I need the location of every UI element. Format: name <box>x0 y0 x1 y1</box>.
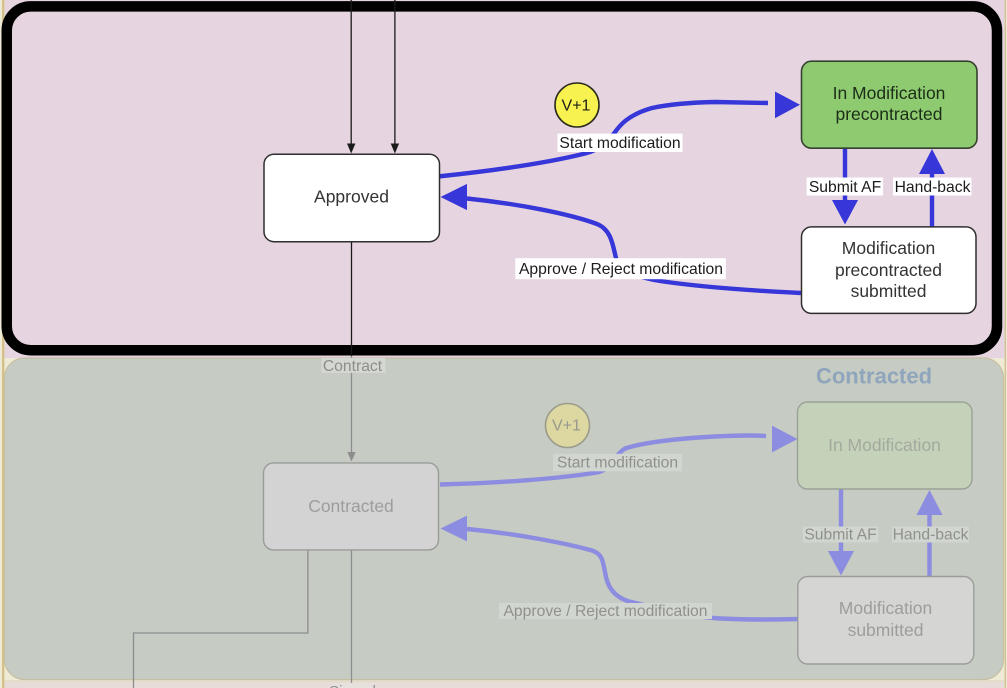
svg-text:Submit AF: Submit AF <box>809 179 881 196</box>
svg-text:Contract: Contract <box>323 358 383 375</box>
svg-text:Approved: Approved <box>314 187 389 207</box>
svg-text:submitted: submitted <box>851 281 927 301</box>
svg-text:Hand-back: Hand-back <box>893 527 969 544</box>
svg-text:Submit AF: Submit AF <box>804 527 876 544</box>
svg-text:precontracted: precontracted <box>835 260 942 280</box>
svg-text:Modification: Modification <box>842 238 935 258</box>
svg-text:Contracted: Contracted <box>816 364 932 389</box>
svg-text:Approve / Reject modification: Approve / Reject modification <box>519 261 723 278</box>
svg-text:Hand-back: Hand-back <box>895 179 971 196</box>
svg-text:Contracted: Contracted <box>308 496 394 516</box>
svg-text:precontracted: precontracted <box>835 104 942 124</box>
svg-text:Signed: Signed <box>329 683 376 688</box>
svg-text:V+1: V+1 <box>552 418 581 435</box>
svg-text:Start modification: Start modification <box>559 135 680 152</box>
svg-text:In Modification: In Modification <box>828 435 941 455</box>
svg-text:In Modification: In Modification <box>833 83 946 103</box>
svg-text:Approve / Reject modification: Approve / Reject modification <box>503 603 707 620</box>
svg-text:submitted: submitted <box>848 620 924 640</box>
svg-text:Modification: Modification <box>839 598 932 618</box>
svg-text:Start modification: Start modification <box>557 455 678 472</box>
svg-text:V+1: V+1 <box>562 98 591 115</box>
